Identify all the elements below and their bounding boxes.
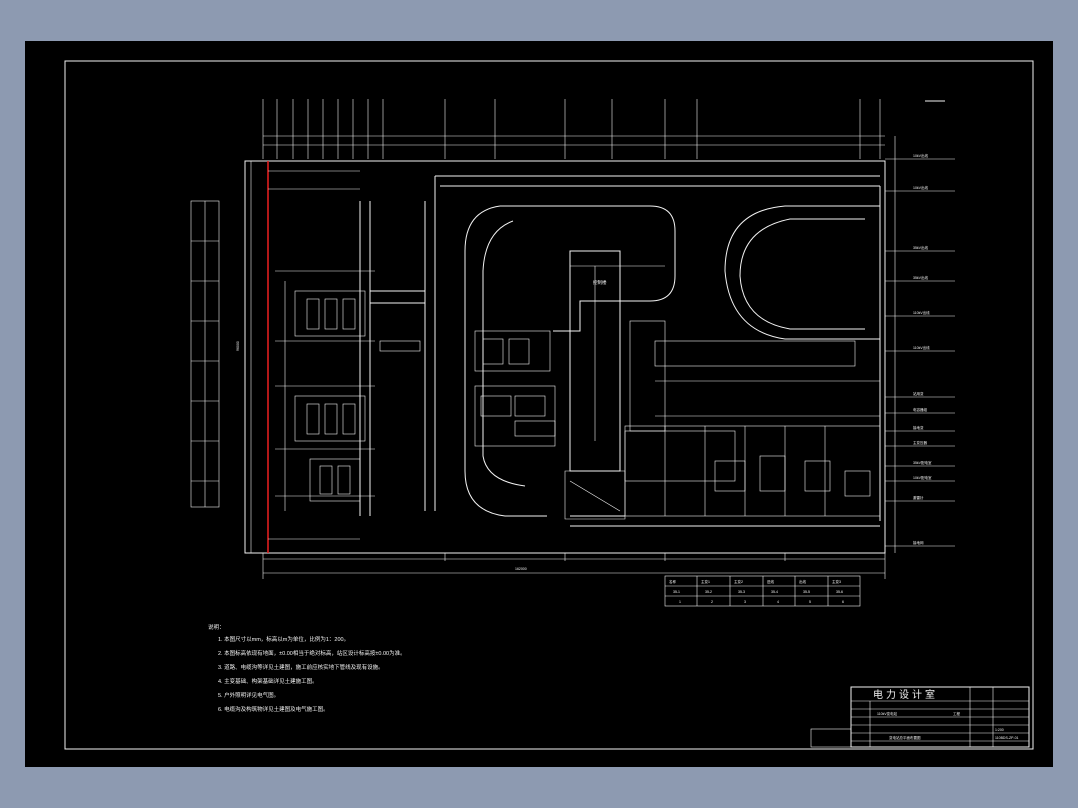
bay-row1-1: 35-1 — [673, 590, 680, 594]
note-2: 2. 本图标高依现有地面，±0.00相当于绝对标高，站区设计标高按±0.00为准… — [218, 649, 406, 657]
bottom-dimension-line: 162000 — [262, 553, 886, 579]
note-6: 6. 电缆沟及构筑物详见土建图及电气施工图。 — [218, 705, 329, 713]
main-transformer-area — [474, 330, 626, 520]
right-label-9: 接地变 — [913, 425, 924, 430]
bay-row2-3: 3 — [744, 600, 746, 604]
total-height-label: 96000 — [236, 341, 240, 351]
title-block: 电力设计室 110kV变电站 工程 变电站总平面布置图 1:200 110BDS… — [810, 686, 1030, 748]
bay-row2-5: 5 — [809, 600, 811, 604]
control-building-label: 控制楼 — [593, 279, 607, 286]
right-label-7: 站用变 — [913, 391, 924, 396]
top-dimension-line — [262, 99, 885, 159]
bay-row1-6: 35-6 — [836, 590, 843, 594]
right-label-13: 避雷针 — [913, 495, 924, 500]
title-drawing-no: 110BDS-ZP-01 — [995, 736, 1019, 740]
right-label-11: 35kV配电室 — [913, 460, 932, 465]
right-label-1: 10kV出线 — [913, 153, 928, 158]
right-label-6: 110kV出线 — [913, 345, 930, 350]
bay-row1-4: 35-4 — [771, 590, 778, 594]
bay-header-2: 主变1 — [701, 579, 710, 584]
right-label-5: 110kV出线 — [913, 310, 930, 315]
notes-block: 说明： 1. 本图尺寸以mm，标高以m为单位，比例为1：200。 2. 本图标高… — [208, 623, 406, 713]
bay-header-3: 主变2 — [734, 579, 743, 584]
bay-header-6: 主变3 — [832, 579, 841, 584]
right-label-4: 35kV出线 — [913, 275, 928, 280]
title-scale: 1:200 — [995, 728, 1004, 732]
distribution-area — [624, 340, 881, 517]
bay-row1-5: 35-5 — [803, 590, 810, 594]
bay-header-5: 出线 — [799, 579, 807, 584]
bay-row1-2: 35-2 — [705, 590, 712, 594]
sheet-border — [64, 60, 1034, 750]
bay-row2-2: 2 — [711, 600, 713, 604]
bay-row2-1: 1 — [679, 600, 681, 604]
switchyard-110kv — [268, 170, 421, 540]
bay-row2-6: 6 — [842, 600, 844, 604]
site-roads — [370, 175, 881, 527]
right-label-10: 主变压器 — [913, 440, 927, 445]
title-stage: 工程 — [953, 711, 961, 716]
bay-row2-4: 4 — [777, 600, 779, 604]
note-4: 4. 主变基础、构架基础详见土建施工图。 — [218, 677, 318, 685]
bay-header-4: 进线 — [767, 579, 775, 584]
right-label-8: 电容器组 — [913, 407, 927, 412]
title-org: 电力设计室 — [873, 688, 938, 701]
total-width-label: 162000 — [515, 567, 527, 571]
drawing-sheet: 96000 — [25, 41, 1053, 767]
bay-table: 名称 主变1 主变2 进线 出线 主变3 35-1 35-2 35-3 35-4… — [664, 575, 861, 607]
right-label-column: 10kV出线 10kV出线 35kV出线 35kV出线 110kV出线 110k… — [885, 100, 955, 553]
title-drawing-name: 变电站总平面布置图 — [889, 735, 921, 740]
note-5: 5. 户外照明详见电气图。 — [218, 691, 279, 699]
note-1: 1. 本图尺寸以mm，标高以m为单位，比例为1：200。 — [218, 635, 349, 643]
right-label-3: 35kV出线 — [913, 245, 928, 250]
notes-heading: 说明： — [208, 623, 225, 631]
cad-drawing: 96000 — [64, 60, 1034, 750]
title-project: 110kV变电站 — [877, 711, 898, 716]
right-label-2: 10kV出线 — [913, 185, 928, 190]
right-label-14: 接地网 — [913, 540, 924, 545]
right-label-12: 10kV配电室 — [913, 475, 932, 480]
bay-row1-3: 35-3 — [738, 590, 745, 594]
bay-header-1: 名称 — [669, 579, 677, 584]
left-bay-schedule — [190, 200, 220, 508]
note-3: 3. 道路、电缆沟等详见土建图，施工前应核实地下管线及现有设施。 — [218, 663, 384, 671]
